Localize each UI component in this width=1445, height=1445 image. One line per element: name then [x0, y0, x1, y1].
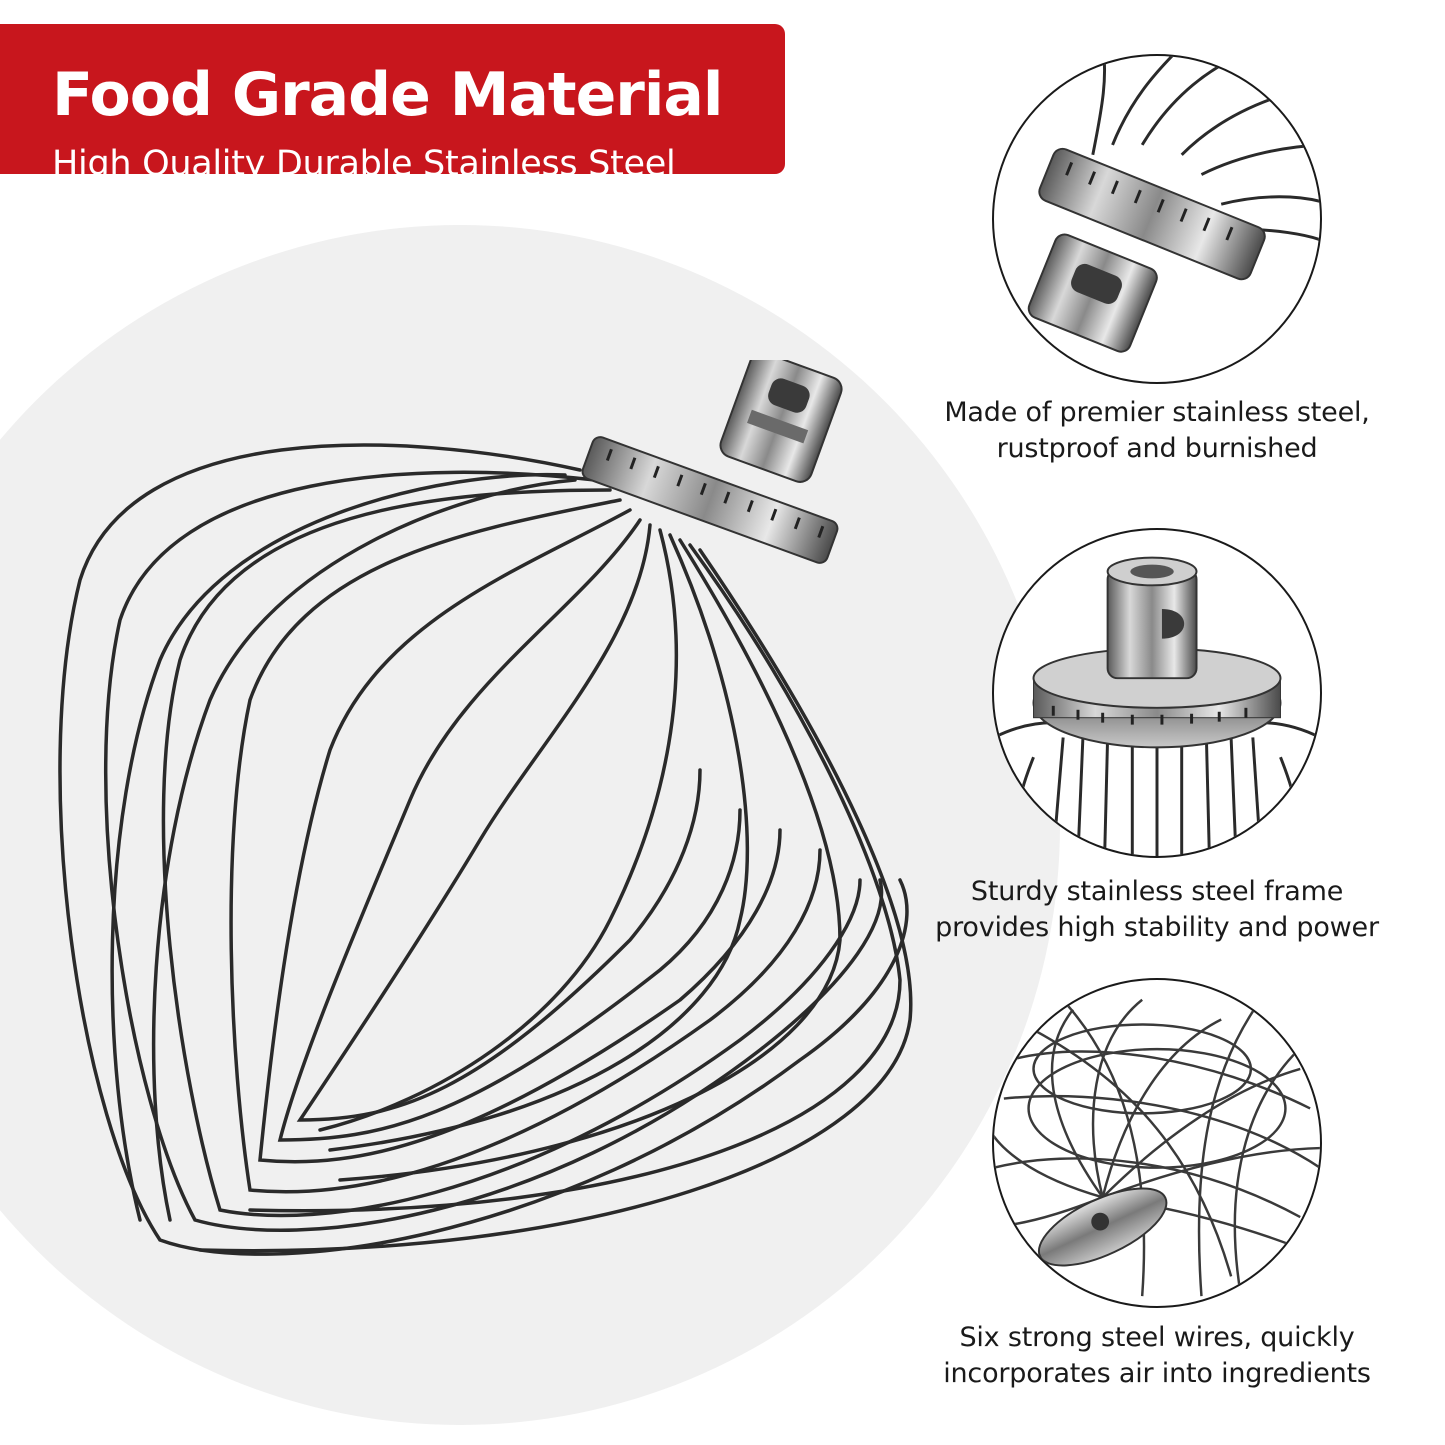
- background-circle: [0, 225, 1060, 1425]
- caption-frame: Sturdy stainless steel frame provides hi…: [897, 874, 1417, 946]
- banner-subtitle: High Quality Durable Stainless Steel: [52, 144, 676, 184]
- caption-wires-line-1: Six strong steel wires, quickly: [959, 1322, 1355, 1353]
- banner-title: Food Grade Material: [52, 60, 723, 130]
- whisk-main-image: [20, 351, 920, 1280]
- caption-wires-line-2: incorporates air into ingredients: [943, 1358, 1371, 1389]
- detail-image-wires: [992, 978, 1322, 1308]
- detail-image-frame: [992, 528, 1322, 858]
- caption-collar: Made of premier stainless steel, rustpro…: [897, 395, 1417, 467]
- caption-wires: Six strong steel wires, quickly incorpor…: [897, 1320, 1417, 1392]
- caption-frame-line-2: provides high stability and power: [935, 912, 1379, 943]
- caption-collar-line-1: Made of premier stainless steel,: [944, 397, 1370, 428]
- caption-collar-line-2: rustproof and burnished: [996, 433, 1318, 464]
- title-banner: Food Grade Material High Quality Durable…: [0, 24, 785, 184]
- detail-image-collar: [992, 54, 1322, 384]
- caption-frame-line-1: Sturdy stainless steel frame: [970, 876, 1344, 907]
